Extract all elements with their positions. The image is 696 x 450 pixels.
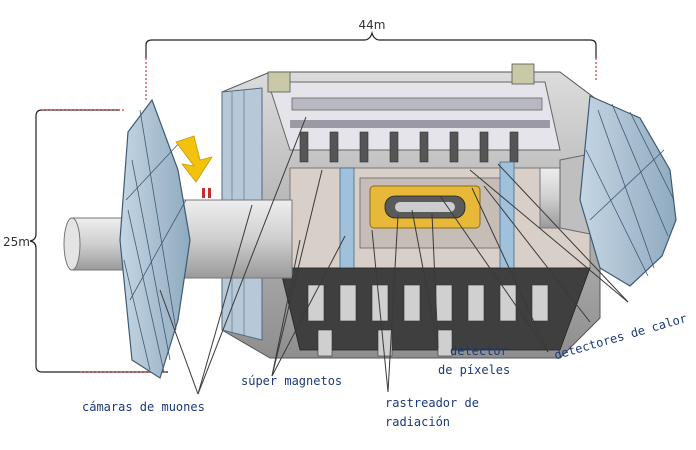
label-radiation-tracker: rastreador de radiación xyxy=(385,394,479,432)
leader-lines xyxy=(159,116,629,395)
label-super-magnets: súper magnetos xyxy=(241,372,342,391)
label-pixel-detector-line2: de píxeles xyxy=(438,363,511,377)
length-label: 44m xyxy=(359,18,386,32)
label-super-magnets-text: súper magnetos xyxy=(241,374,343,388)
label-radiation-tracker-line2: radiación xyxy=(385,415,451,429)
height-dimension: 25m xyxy=(3,109,168,373)
label-muon-chambers-text: cámaras de muones xyxy=(82,400,205,414)
label-pixel-detector-line1: detector xyxy=(450,344,508,358)
label-pixel-detector: detector de píxeles xyxy=(438,342,510,380)
label-radiation-tracker-line1: rastreador de xyxy=(385,396,479,410)
right-muon-wheel xyxy=(579,95,677,287)
label-muon-chambers: cámaras de muones xyxy=(82,398,205,417)
left-muon-wheel xyxy=(119,98,191,379)
height-label: 25m xyxy=(3,235,30,249)
scale-pointer-arrow xyxy=(175,135,213,198)
length-dimension: 44m xyxy=(145,18,597,102)
